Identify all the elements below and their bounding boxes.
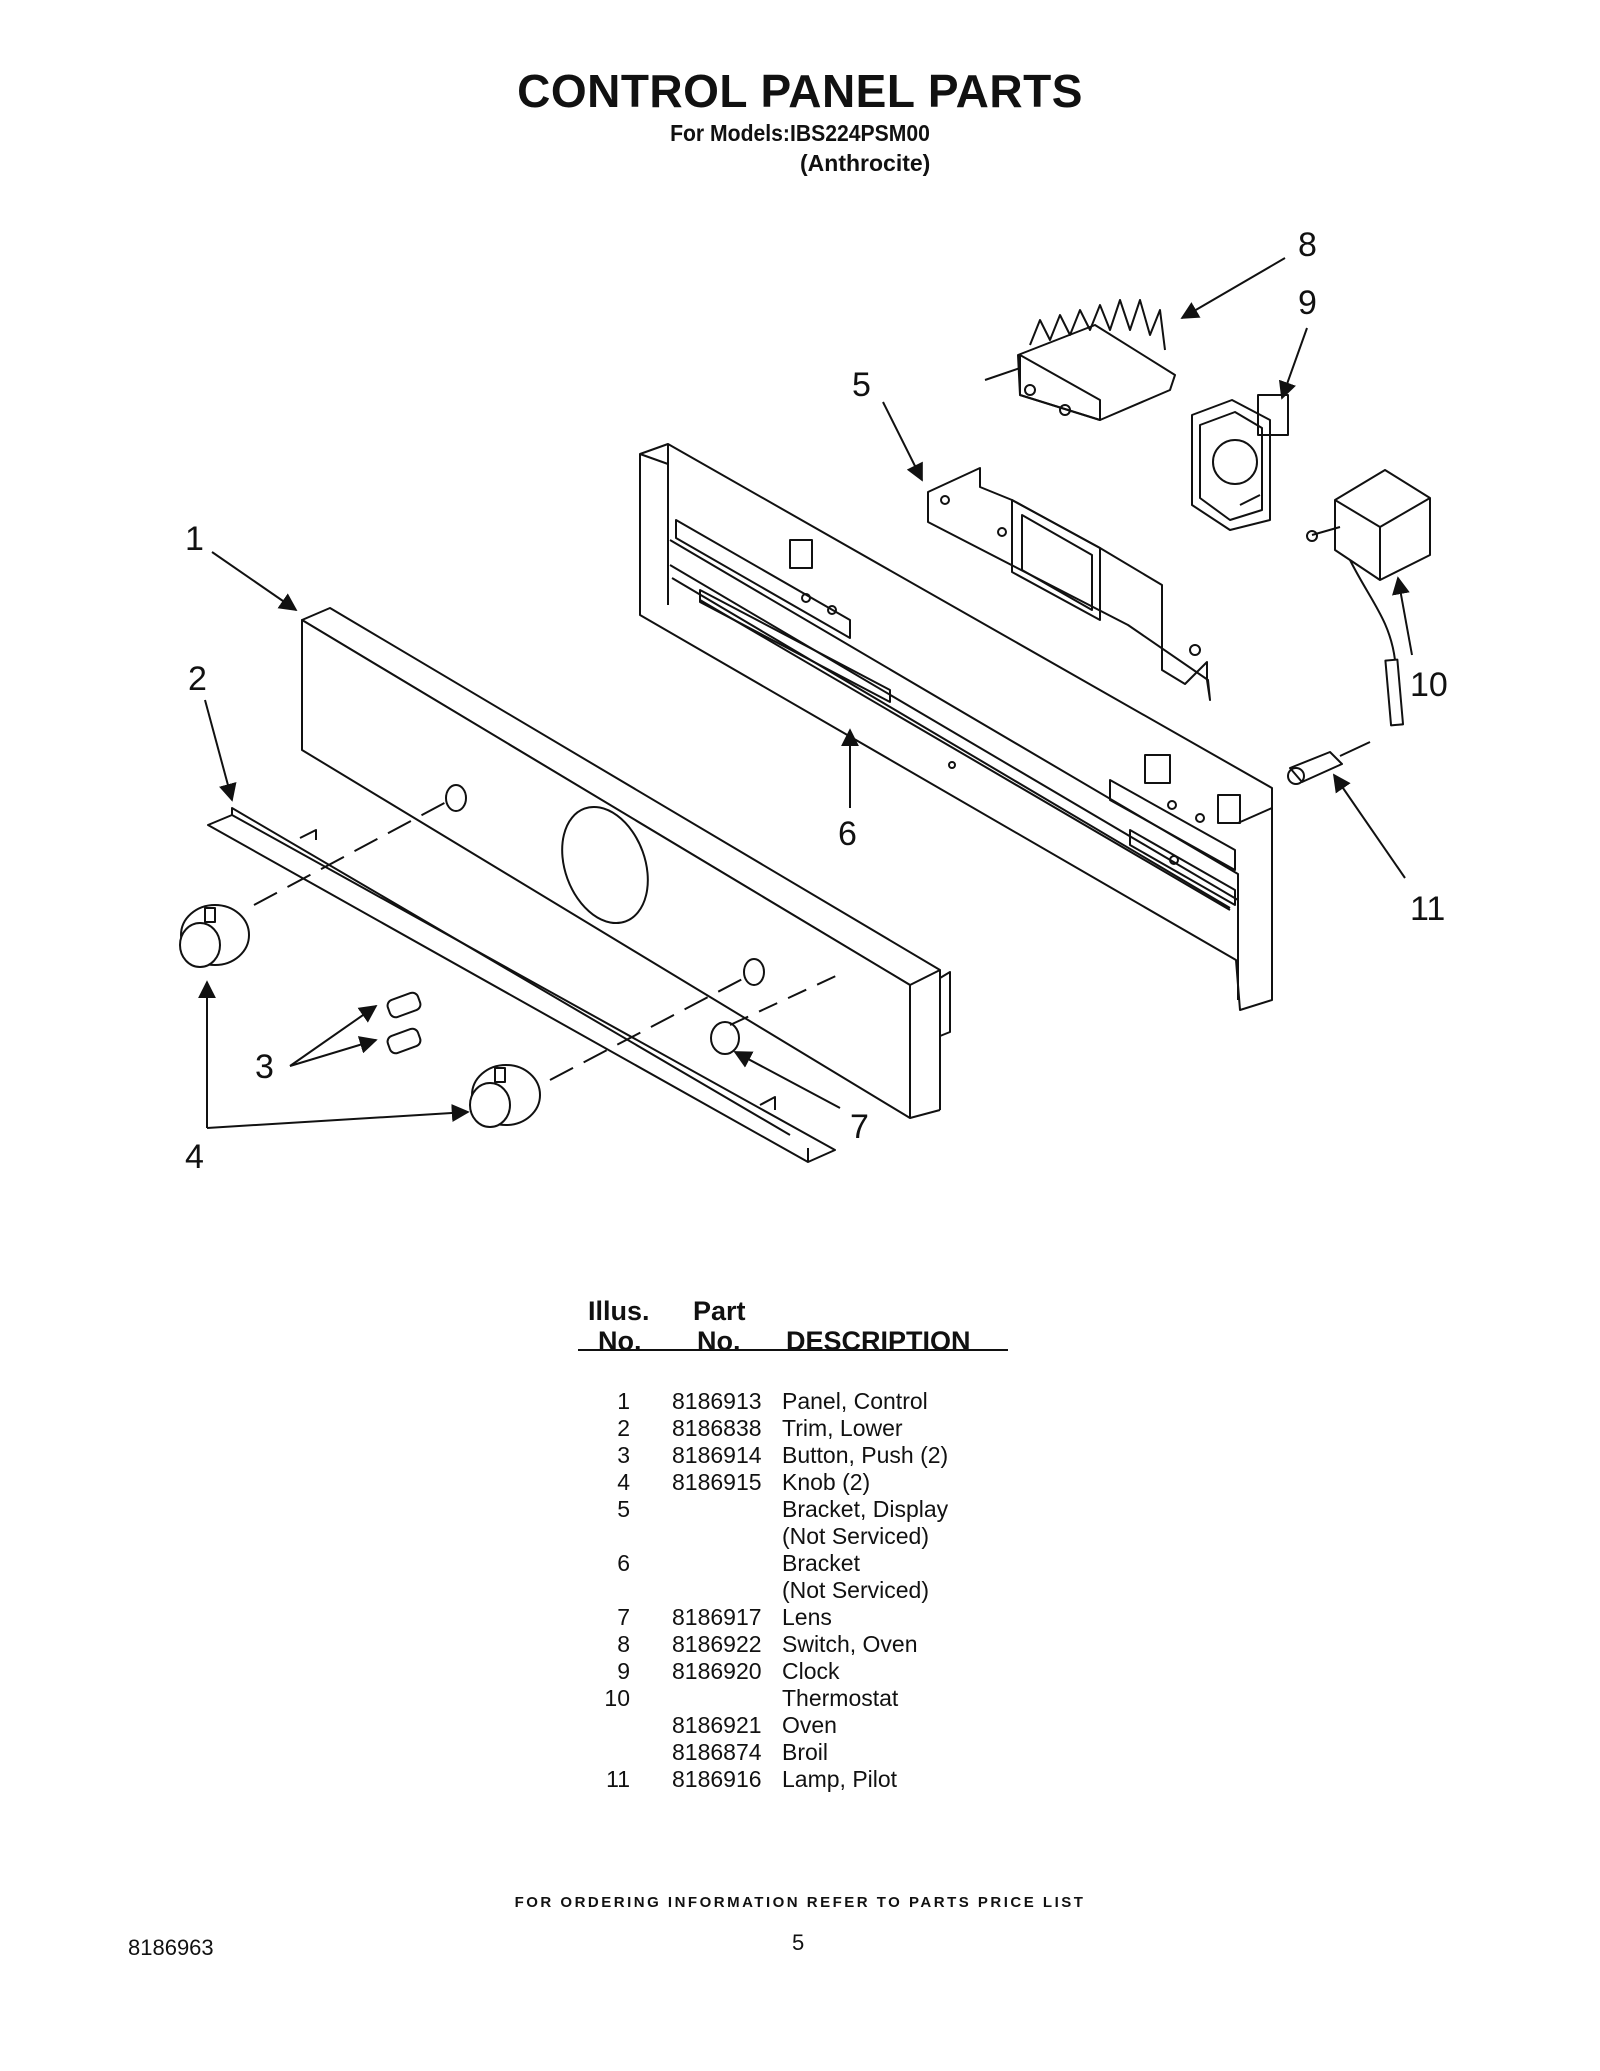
- description: Lens: [782, 1604, 832, 1630]
- description: Lamp, Pilot: [782, 1766, 898, 1792]
- callout-1: 1: [185, 520, 204, 558]
- description: Thermostat: [782, 1685, 899, 1711]
- illus-no: 2: [617, 1415, 630, 1441]
- part-no: 8186914: [672, 1442, 762, 1468]
- table-row: 10 Thermostat: [0, 1685, 1600, 1711]
- illus-no: 6: [617, 1550, 630, 1576]
- page-title: CONTROL PANEL PARTS: [517, 65, 1083, 117]
- part-no: 8186913: [672, 1388, 762, 1414]
- push-button-drawing: [386, 991, 422, 1055]
- oven-switch-drawing: [984, 299, 1176, 421]
- description: Trim, Lower: [782, 1415, 903, 1441]
- header-part-bottom: No.: [697, 1326, 741, 1356]
- part-no: 8186922: [672, 1631, 762, 1657]
- table-row: 8 8186922 Switch, Oven: [0, 1631, 1600, 1657]
- callout-4: 4: [185, 1138, 204, 1176]
- color-line: (Anthrocite): [800, 150, 931, 176]
- part-no: 8186921: [672, 1712, 762, 1738]
- bracket-rear-drawing: [639, 443, 1273, 1011]
- knob-drawing: [179, 904, 541, 1128]
- description: Panel, Control: [782, 1388, 928, 1414]
- description: (Not Serviced): [782, 1577, 929, 1603]
- table-row: 5 Bracket, Display: [0, 1496, 1600, 1522]
- table-row: 11 8186916 Lamp, Pilot: [0, 1766, 1600, 1792]
- description: Bracket: [782, 1550, 860, 1576]
- illus-no: 4: [617, 1469, 630, 1495]
- display-bracket-drawing: [927, 467, 1211, 701]
- header-illus-top: Illus.: [588, 1296, 650, 1326]
- document-number: 8186963: [128, 1935, 214, 1960]
- illus-no: 11: [606, 1766, 630, 1792]
- table-row: 2 8186838 Trim, Lower: [0, 1415, 1600, 1441]
- illus-no: 1: [617, 1388, 630, 1414]
- part-no: 8186874: [672, 1739, 762, 1765]
- table-row: (Not Serviced): [0, 1577, 1600, 1603]
- callout-2: 2: [188, 660, 207, 698]
- table-row: 8186921 Oven: [0, 1712, 1600, 1738]
- pilot-lamp-drawing: [1287, 741, 1371, 785]
- callout-6: 6: [838, 815, 857, 853]
- description: Oven: [782, 1712, 837, 1738]
- thermostat-drawing: [1306, 469, 1431, 727]
- lower-trim-drawing: [207, 807, 836, 1163]
- control-panel-drawing: [301, 607, 951, 1119]
- table-row: 7 8186917 Lens: [0, 1604, 1600, 1630]
- description: Knob (2): [782, 1469, 871, 1495]
- description: Broil: [782, 1739, 829, 1765]
- table-row: 1 8186913 Panel, Control: [0, 1388, 1600, 1414]
- models-line: For Models:IBS224PSM00: [670, 120, 930, 146]
- description: Bracket, Display: [782, 1496, 949, 1522]
- part-no: 8186915: [672, 1469, 762, 1495]
- part-no: 8186917: [672, 1604, 762, 1630]
- table-row: (Not Serviced): [0, 1523, 1600, 1549]
- description: Clock: [782, 1658, 840, 1684]
- callout-3: 3: [255, 1048, 274, 1086]
- description: Button, Push (2): [782, 1442, 949, 1468]
- illus-no: 10: [604, 1685, 630, 1711]
- part-no: 8186916: [672, 1766, 762, 1792]
- ordering-note: FOR ORDERING INFORMATION REFER TO PARTS …: [514, 1894, 1086, 1911]
- header-part-top: Part: [693, 1296, 746, 1326]
- description: Switch, Oven: [782, 1631, 918, 1657]
- part-no: 8186838: [672, 1415, 762, 1441]
- header-illus-bottom: No.: [598, 1326, 642, 1356]
- illus-no: 5: [617, 1496, 630, 1522]
- description: (Not Serviced): [782, 1523, 929, 1549]
- table-row: 9 8186920 Clock: [0, 1658, 1600, 1684]
- header-rule: [578, 1349, 1008, 1351]
- exploded-parts-diagram: 1 2 3 4 5 6 7 8 9 10 11: [179, 226, 1448, 1176]
- callout-9: 9: [1298, 284, 1317, 322]
- illus-no: 9: [617, 1658, 630, 1684]
- page-number: 5: [792, 1930, 805, 1955]
- table-row: 3 8186914 Button, Push (2): [0, 1442, 1600, 1468]
- illus-no: 7: [617, 1604, 630, 1630]
- callout-11: 11: [1410, 890, 1445, 928]
- callout-5: 5: [852, 366, 871, 404]
- part-no: 8186920: [672, 1658, 762, 1684]
- table-row: 6 Bracket: [0, 1550, 1600, 1576]
- clock-drawing: [1191, 394, 1289, 531]
- table-row: 8186874 Broil: [0, 1739, 1600, 1765]
- header-description: DESCRIPTION: [786, 1326, 971, 1356]
- table-row: 4 8186915 Knob (2): [0, 1469, 1600, 1495]
- illus-no: 8: [617, 1631, 630, 1657]
- callout-7: 7: [850, 1108, 869, 1146]
- callout-10: 10: [1410, 666, 1448, 704]
- illus-no: 3: [617, 1442, 630, 1468]
- callout-8: 8: [1298, 226, 1317, 264]
